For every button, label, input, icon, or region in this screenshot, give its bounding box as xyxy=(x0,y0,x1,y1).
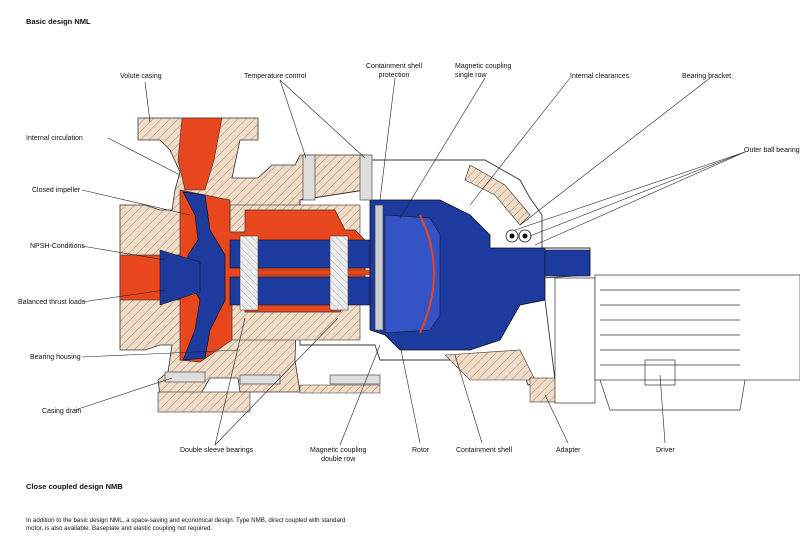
label-magnetic-coupling-double-line1: Magnetic coupling xyxy=(310,447,367,454)
label-magnetic-coupling-single-line1: Magnetic coupling xyxy=(455,63,512,70)
heading-basic-design: Basic design NML xyxy=(26,17,91,26)
label-casing-drain: Casing drain xyxy=(42,408,82,415)
label-temperature-control: Temperature control xyxy=(244,73,307,80)
label-magnetic-coupling-single-row: Magnetic coupling single row xyxy=(455,62,511,80)
label-containment-shell-protection: Containment shell protection xyxy=(366,62,422,80)
label-npsh-conditions: NPSH-Conditions xyxy=(30,243,85,250)
label-magnetic-coupling-double-row: Magnetic coupling double row xyxy=(310,446,366,464)
description-text: In addition to the basic design NML, a s… xyxy=(26,517,346,532)
label-double-sleeve-bearings: Double sleeve bearings xyxy=(180,447,254,454)
label-bearing-housing: Bearing housing xyxy=(30,354,81,361)
label-outer-ball-bearings: Outer ball bearings xyxy=(744,147,800,154)
label-containment-shell-protection-line2: protection xyxy=(378,72,410,79)
label-adapter: Adapter xyxy=(556,447,581,454)
label-magnetic-coupling-double-line2: double row xyxy=(321,456,356,463)
leader-lines xyxy=(74,77,746,446)
label-magnetic-coupling-single-line2: single row xyxy=(455,72,487,79)
bolts-shape xyxy=(164,154,384,385)
label-bearing-bracket: Bearing bracket xyxy=(682,73,732,80)
closed-impeller-shape xyxy=(159,191,226,361)
label-driver: Driver xyxy=(656,447,675,454)
outer-ball-bearings-shape xyxy=(505,229,532,243)
label-balanced-thrust-loads: Balanced thrust loads xyxy=(18,299,86,306)
heading-close-coupled-design: Close coupled design NMB xyxy=(26,482,123,491)
label-internal-circulation: Internal circulation xyxy=(26,135,83,142)
pump-foot-shape xyxy=(157,384,381,413)
label-internal-clearances: Internal clearances xyxy=(570,73,630,80)
label-containment-shell-protection-line1: Containment shell xyxy=(366,63,423,70)
adapter-shape xyxy=(529,277,596,404)
driver-motor-shape xyxy=(594,274,800,411)
label-volute-casing: Volute casing xyxy=(120,73,162,80)
label-rotor: Rotor xyxy=(412,447,430,454)
magnetic-coupling-shape xyxy=(369,199,591,351)
label-closed-impeller: Closed impeller xyxy=(32,187,81,194)
shaft-shape xyxy=(229,235,381,311)
label-containment-shell: Containment shell xyxy=(456,447,513,454)
